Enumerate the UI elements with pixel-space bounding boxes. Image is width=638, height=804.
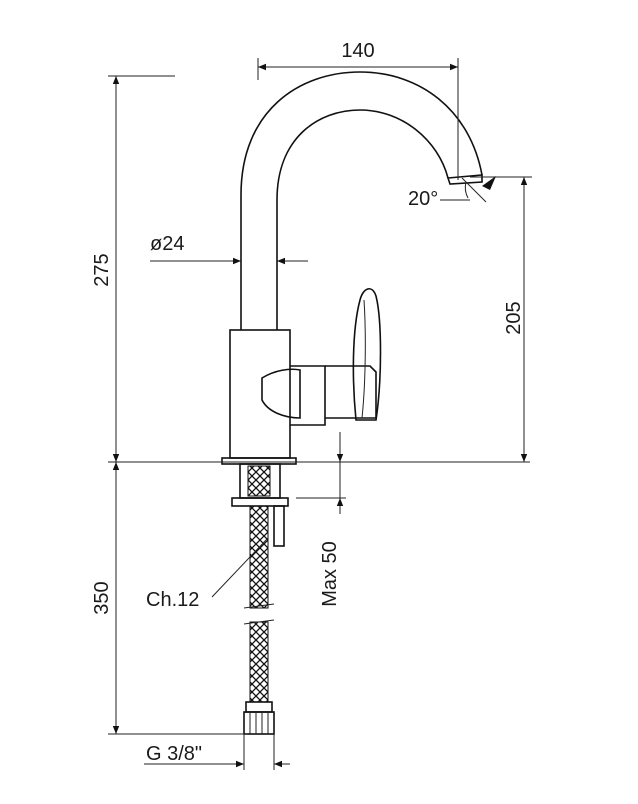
- dim-thread-label: G 3/8": [146, 743, 202, 765]
- hose-upper: [249, 505, 269, 609]
- base-flange: [221, 457, 297, 465]
- dim-wrench-size: Ch.12: [146, 537, 269, 611]
- dim-spout-reach: 140: [257, 40, 459, 180]
- dim-wrench-size-label: Ch.12: [146, 589, 199, 611]
- body-curve-detail: [261, 368, 301, 419]
- dim-spout-angle-label: 20°: [408, 188, 438, 210]
- dim-thread: G 3/8": [144, 734, 290, 770]
- hose-fitting-nut: [243, 711, 275, 735]
- fixing-rod: [273, 505, 285, 547]
- dim-spout-height-label: 205: [503, 301, 525, 334]
- dim-hose-length: 350: [91, 462, 248, 735]
- hose-break-lower: [243, 619, 275, 625]
- dim-pipe-diameter-label: ø24: [150, 233, 184, 255]
- handle-lever-ridge: [361, 299, 366, 419]
- flexible-hose: [243, 505, 275, 735]
- dim-spout-reach-label: 140: [341, 40, 374, 62]
- dim-hose-length-label: 350: [91, 581, 113, 614]
- faucet-base-body: [229, 329, 291, 459]
- hose-lower: [249, 621, 269, 703]
- handle-block: [290, 365, 326, 426]
- spout-inner-line: [276, 109, 449, 330]
- hose-fitting-ridges: [249, 712, 269, 734]
- dim-spout-angle: 20°: [408, 176, 496, 210]
- dim-max-thickness: Max 50: [296, 432, 346, 607]
- hose-break-upper: [243, 603, 275, 609]
- dim-max-thickness-label: Max 50: [319, 541, 341, 607]
- handle-cap: [325, 365, 377, 419]
- handle-lever: [352, 288, 382, 421]
- spout-tip: [446, 174, 483, 185]
- mount-thread: [247, 465, 271, 497]
- faucet-body: [221, 71, 483, 547]
- mount-washer: [231, 497, 289, 507]
- dim-total-height-label: 275: [91, 253, 113, 286]
- dim-spout-height: 205: [470, 176, 532, 462]
- hose-connector: [245, 701, 273, 713]
- dim-pipe-diameter: ø24: [150, 233, 308, 265]
- dim-total-height: 275: [91, 75, 175, 462]
